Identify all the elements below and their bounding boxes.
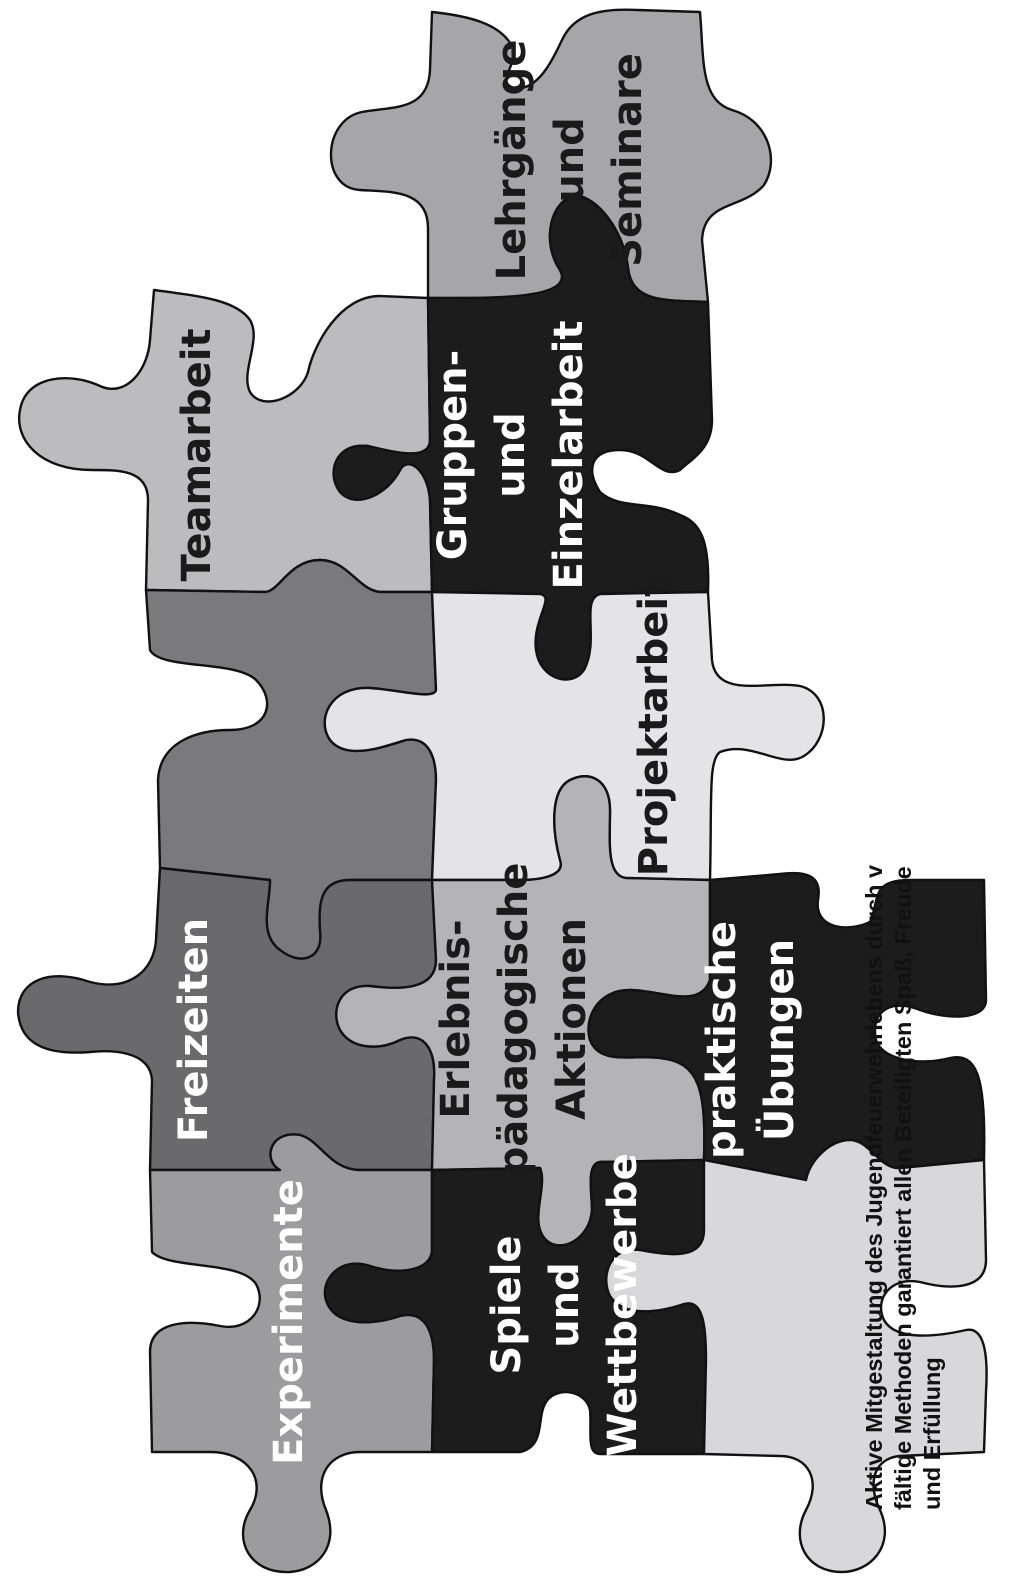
label-line: Übungen — [755, 939, 803, 1141]
label-line: Seminare — [605, 53, 651, 267]
label-line: Aktionen — [549, 918, 595, 1120]
caption-line-3: und Erfüllung — [919, 1357, 945, 1510]
label-line: Spiele — [484, 1235, 530, 1374]
label-line: und — [488, 412, 534, 498]
label-line: Einzelarbeit — [546, 321, 592, 590]
caption-line-2: fältige Methoden garantiert allen Beteil… — [890, 866, 916, 1510]
label-line: Teamarbeit — [174, 328, 220, 581]
label-line: Wettbewerbe — [600, 1153, 646, 1456]
piece-gruppen — [332, 194, 714, 681]
label-line: Gruppen- — [430, 350, 476, 561]
label-line: pädagogische — [491, 863, 537, 1176]
label-projektarbeit: Projektarbeit — [631, 578, 677, 876]
label-line: Experimente — [266, 1179, 312, 1465]
label-line: Freizeiten — [171, 918, 217, 1142]
label-teamarbeit: Teamarbeit — [174, 328, 220, 581]
label-lehrgaenge: Lehrgänge und Seminare — [489, 40, 651, 281]
piece-praktische — [587, 871, 988, 1182]
label-experimente: Experimente — [266, 1179, 312, 1465]
piece-teamarbeit — [17, 288, 434, 594]
caption-line-1: Aktive Mitgestaltung des Jugendfeuerwehr… — [861, 864, 887, 1510]
label-line: und — [547, 117, 593, 203]
label-line: Projektarbeit — [631, 578, 677, 876]
label-spiele: Spiele und Wettbewerbe — [484, 1153, 646, 1456]
piece-lower-light — [605, 1138, 988, 1574]
label-line: Lehrgänge — [489, 40, 535, 281]
label-gruppen: Gruppen-und Einzelarbeit — [430, 321, 592, 590]
label-line: praktische — [699, 921, 745, 1159]
label-line: und — [542, 1262, 588, 1348]
label-erlebnis: Erlebnis-pädagogische Aktionen — [433, 863, 595, 1176]
label-line: Erlebnis- — [433, 919, 479, 1118]
label-freizeiten: Freizeiten — [171, 918, 217, 1142]
